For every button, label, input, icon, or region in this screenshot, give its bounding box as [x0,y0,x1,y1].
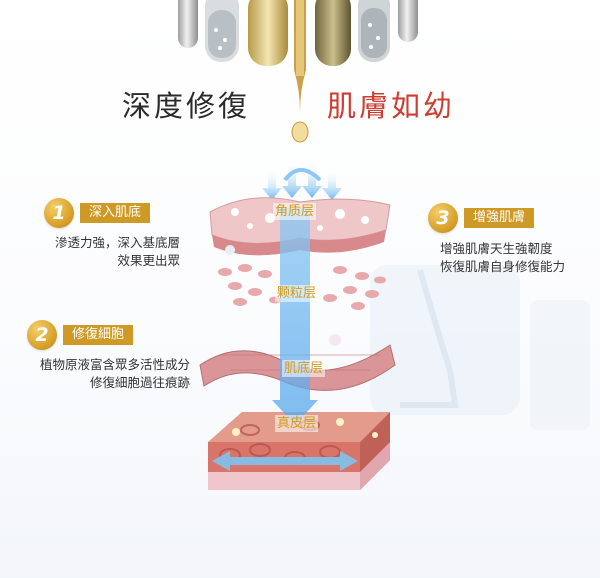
callout-2-line-1: 植物原液富含眾多活性成分 [39,357,190,372]
callout-1-title: 深入肌底 [80,203,151,223]
serum-vials-illustration [178,0,418,143]
callout-1-line-1: 滲透力強，深入基底層 [54,235,180,250]
callout-3-description: 增強肌膚天生強韌度 恢復肌膚自身修復能力 [440,240,595,276]
layer-label-stratum-corneum: 角质层 [273,203,317,220]
headline: 深度修復 肌膚如幼 [0,86,600,132]
callout-2-line-2: 修復細胞過往痕跡 [89,375,190,390]
callout-2-title: 修復細胞 [63,325,134,345]
callout-1-description: 滲透力強，深入基底層 效果更出眾 [20,234,180,270]
dermis-layer [208,412,390,490]
faded-glass-background [370,265,590,430]
callout-3-line-1: 增強肌膚天生強韌度 [440,241,553,256]
layer-label-granular: 颗粒层 [275,285,319,302]
absorption-arrows [262,160,342,200]
headline-right: 肌膚如幼 [327,89,456,123]
callout-1-line-2: 效果更出眾 [117,253,180,268]
layer-label-dermis: 真皮层 [275,415,319,432]
callout-2-description: 植物原液富含眾多活性成分 修復細胞過往痕跡 [8,356,190,392]
callout-3-title: 增強肌膚 [464,208,535,228]
callout-1-number-badge: 1 [44,198,74,228]
callout-3-number-badge: 3 [428,203,458,233]
callout-2-number-badge: 2 [27,320,57,350]
layer-label-basal: 肌底层 [282,360,326,377]
callout-3-line-2: 恢復肌膚自身修復能力 [440,259,566,274]
headline-left: 深度修復 [122,89,251,123]
